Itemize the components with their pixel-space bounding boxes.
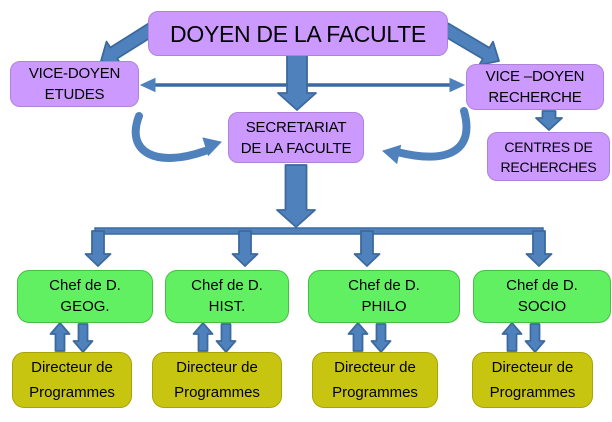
- arrow-secretariat-to-branch: [276, 164, 316, 228]
- node-label-line: Chef de D.: [191, 277, 263, 294]
- node-label-line: RECHERCHES: [500, 158, 597, 175]
- node-label-line: RECHERCHE: [488, 89, 582, 106]
- node-label-line: VICE-DOYEN: [28, 65, 121, 82]
- node-vice-doyen-recherche: VICE –DOYEN RECHERCHE: [466, 64, 604, 110]
- arrow-directeur-hist-to-chef-up: [192, 322, 214, 352]
- arrow-chef-philo-to-directeur-down: [370, 323, 392, 353]
- node-label-line: Chef de D.: [506, 277, 578, 294]
- arrow-doyen-to-vice-doyen-recherche: [440, 22, 500, 66]
- node-label-line: PHILO: [361, 298, 407, 315]
- node-vice-doyen-etudes: VICE-DOYEN ETUDES: [10, 61, 139, 107]
- curved-arrow-etudes-head: [202, 137, 222, 157]
- node-label-line: GEOG.: [60, 298, 110, 315]
- arrow-branch-to-chef-philo: [353, 230, 381, 267]
- node-chef-socio: Chef de D. SOCIO: [473, 270, 611, 323]
- node-label-line: Directeur de: [491, 359, 574, 376]
- node-chef-philo: Chef de D. PHILO: [308, 270, 460, 323]
- node-chef-hist: Chef de D. HIST.: [165, 270, 289, 323]
- node-directeur-socio: Directeur de Programmes: [472, 352, 593, 408]
- branch-bar: [94, 227, 544, 235]
- arrow-directeur-geog-to-chef-up: [49, 322, 71, 352]
- arrow-chef-geog-to-directeur-down: [72, 323, 94, 353]
- node-label-line: ETUDES: [44, 86, 105, 103]
- arrow-branch-to-chef-hist: [231, 230, 259, 267]
- node-label-line: Directeur de: [31, 359, 113, 376]
- node-label-line: SOCIO: [517, 298, 567, 315]
- node-chef-geog: Chef de D. GEOG.: [17, 270, 153, 323]
- arrow-directeur-philo-to-chef-up: [347, 322, 369, 352]
- node-label-line: Chef de D.: [348, 277, 420, 294]
- arrow-branch-to-chef-geog: [84, 230, 112, 267]
- arrow-branch-to-chef-socio: [525, 230, 553, 267]
- link-etudes-recherche-head-right: [449, 77, 466, 93]
- arrow-chef-hist-to-directeur-down: [215, 323, 237, 353]
- link-etudes-recherche-head-left: [139, 77, 156, 93]
- node-doyen: DOYEN DE LA FACULTE: [148, 11, 448, 56]
- node-centres-recherches: CENTRES DE RECHERCHES: [487, 132, 610, 181]
- node-label-line: Chef de D.: [49, 277, 121, 294]
- node-label-line: Programmes: [174, 384, 260, 401]
- node-directeur-hist: Directeur de Programmes: [152, 352, 282, 408]
- node-label-line: Programmes: [332, 384, 418, 401]
- node-label-line: Programmes: [29, 384, 115, 401]
- node-directeur-geog: Directeur de Programmes: [12, 352, 132, 408]
- node-doyen-label: DOYEN DE LA FACULTE: [170, 20, 426, 47]
- curved-arrow-recherche-to-secretariat: [393, 107, 471, 161]
- arrow-doyen-to-secretariat: [277, 49, 317, 111]
- node-label-line: Directeur de: [334, 359, 416, 376]
- node-label-line: Directeur de: [176, 359, 258, 376]
- node-label-line: Programmes: [489, 384, 576, 401]
- node-label-line: HIST.: [208, 298, 246, 315]
- node-directeur-philo: Directeur de Programmes: [312, 352, 438, 408]
- curved-arrow-etudes-to-secretariat: [131, 112, 209, 162]
- curved-arrow-recherche-head: [382, 144, 402, 165]
- arrow-recherche-to-centres: [535, 110, 563, 131]
- node-label-line: VICE –DOYEN: [485, 68, 585, 85]
- node-label-line: SECRETARIAT: [245, 118, 347, 136]
- node-label-line: DE LA FACULTE: [240, 139, 352, 157]
- arrow-directeur-socio-to-chef-up: [501, 322, 523, 352]
- arrow-chef-socio-to-directeur-down: [524, 323, 546, 353]
- node-label-line: CENTRES DE: [504, 138, 593, 155]
- node-secretariat: SECRETARIAT DE LA FACULTE: [228, 112, 364, 163]
